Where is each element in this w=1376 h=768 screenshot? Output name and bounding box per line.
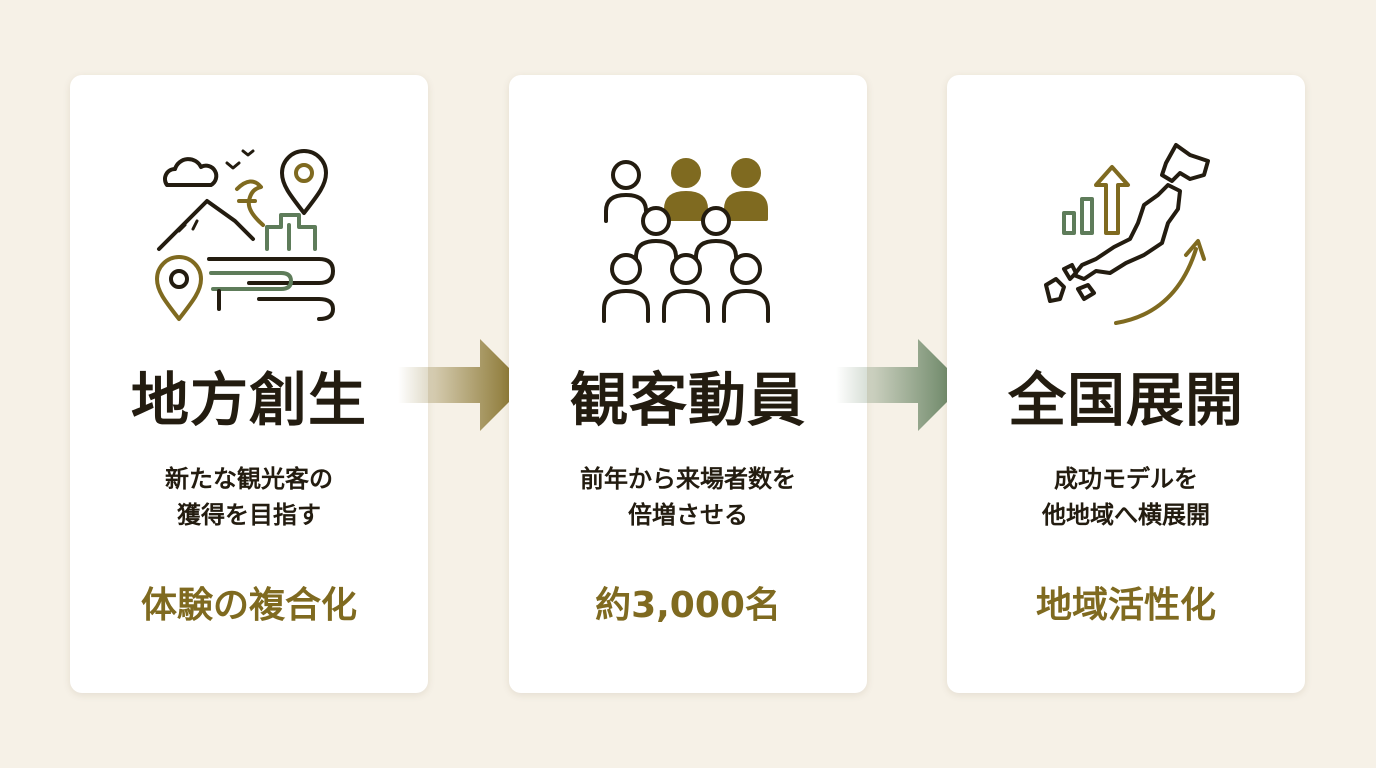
step-description-line: 新たな観光客の xyxy=(165,465,333,493)
step-title: 全国展開 xyxy=(1007,366,1244,434)
step-description-line: 獲得を目指す xyxy=(177,501,321,529)
flow-arrow-icon xyxy=(836,335,966,435)
step-description: 成功モデルを 他地域へ横展開 xyxy=(947,461,1305,533)
step-description-line: 前年から来場者数を xyxy=(580,465,796,493)
step-highlight: 約3,000名 xyxy=(595,585,781,626)
step-title: 観客動員 xyxy=(569,366,806,434)
step-highlight: 地域活性化 xyxy=(1035,585,1216,626)
step-description-line: 他地域へ横展開 xyxy=(1042,501,1210,529)
japan-map-growth-icon xyxy=(1026,139,1226,329)
step-card-regional-revitalization: 地方創生 新たな観光客の 獲得を目指す 体験の複合化 xyxy=(70,75,428,693)
step-highlight: 体験の複合化 xyxy=(140,585,357,626)
people-group-icon xyxy=(588,139,788,329)
step-description: 前年から来場者数を 倍増させる xyxy=(509,461,867,533)
step-card-nationwide-expansion: 全国展開 成功モデルを 他地域へ横展開 地域活性化 xyxy=(947,75,1305,693)
step-description: 新たな観光客の 獲得を目指す xyxy=(70,461,428,533)
step-description-line: 成功モデルを xyxy=(1054,465,1198,493)
regional-landscape-icon xyxy=(149,139,349,329)
step-description-line: 倍増させる xyxy=(628,501,748,529)
step-card-audience-mobilization: 観客動員 前年から来場者数を 倍増させる 約3,000名 xyxy=(509,75,867,693)
step-title: 地方創生 xyxy=(130,366,367,434)
flow-arrow-icon xyxy=(398,335,528,435)
